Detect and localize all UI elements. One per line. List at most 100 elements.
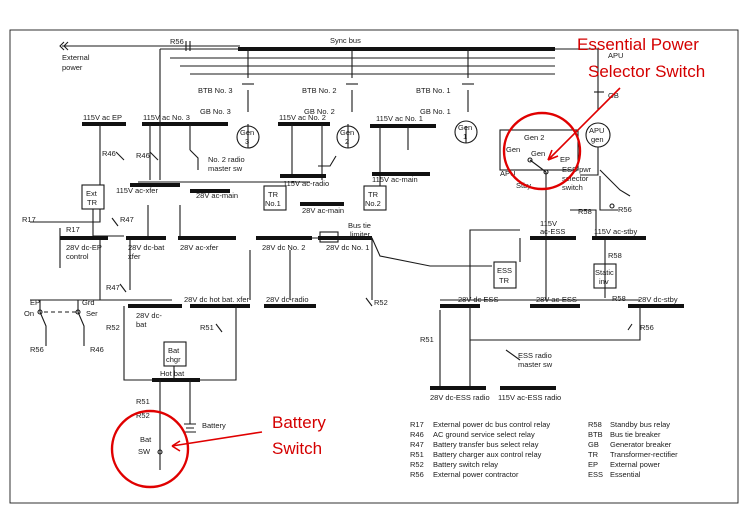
r58b-label: R58	[608, 251, 622, 260]
svg-text:Bat: Bat	[140, 435, 152, 444]
bus-115-ac-1-label: 115V ac No. 1	[376, 114, 423, 123]
bus-115-ac-ep-label: 115V ac EP	[83, 113, 122, 122]
svg-text:master sw: master sw	[518, 360, 553, 369]
svg-text:Gen: Gen	[240, 128, 254, 137]
svg-text:Static: Static	[595, 268, 614, 277]
r52-label: R52	[374, 298, 388, 307]
bus-115-ac-main-label: 115V ac-main	[372, 175, 418, 184]
svg-text:TR: TR	[588, 450, 599, 459]
svg-text:gen: gen	[591, 135, 604, 144]
svg-text:TR: TR	[87, 198, 98, 207]
bat-chgr-box	[163, 341, 187, 367]
svg-text:Battery charger aux control re: Battery charger aux control relay	[433, 450, 542, 459]
svg-text:28V dc-ESS radio: 28V dc-ESS radio	[430, 393, 490, 402]
svg-text:External power: External power	[610, 460, 661, 469]
svg-text:R51: R51	[410, 450, 424, 459]
svg-text:Grd: Grd	[82, 298, 95, 307]
external-power-label-1: External	[62, 53, 90, 62]
essential-annotation-line-1: Essential Power	[577, 35, 699, 54]
svg-text:Gen: Gen	[340, 128, 354, 137]
svg-text:External power dc bus control: External power dc bus control relay	[433, 420, 550, 429]
svg-text:Bus tie breaker: Bus tie breaker	[610, 430, 661, 439]
bus-28-ac-main2-label: 28V ac-main	[302, 206, 344, 215]
battery-annotation-line-1: Battery	[272, 413, 326, 432]
tr2-box	[363, 185, 387, 211]
tr1-box	[263, 185, 287, 211]
svg-text:limiter: limiter	[350, 230, 371, 239]
bus-115-ac-radio-label: 115V ac-radio	[283, 179, 329, 188]
svg-text:Generator breaker: Generator breaker	[610, 440, 672, 449]
svg-text:2: 2	[345, 137, 349, 146]
r17a-label: R17	[22, 215, 36, 224]
battery-switch-annotation: Battery Switch	[110, 409, 326, 489]
r58c-label: R58	[612, 294, 626, 303]
svg-text:ESS pwr: ESS pwr	[562, 165, 592, 174]
svg-text:Ser: Ser	[86, 309, 98, 318]
svg-text:R58: R58	[588, 420, 602, 429]
svg-text:switch: switch	[562, 183, 583, 192]
static-inv-box	[593, 263, 617, 289]
btb1-label: BTB No. 1	[416, 86, 451, 95]
svg-text:28V dc hot bat. xfer: 28V dc hot bat. xfer	[184, 295, 250, 304]
r56c-label: R56	[640, 323, 654, 332]
svg-text:EP: EP	[30, 298, 40, 307]
r52c-label: R52	[136, 411, 150, 420]
svg-text:bat: bat	[136, 320, 147, 329]
r47a-label: R47	[120, 215, 134, 224]
svg-text:APU: APU	[500, 169, 515, 178]
radio-master-label-2: master sw	[208, 164, 243, 173]
svg-text:chgr: chgr	[166, 355, 181, 364]
svg-text:28V dc ESS: 28V dc ESS	[458, 295, 498, 304]
svg-text:Bus tie: Bus tie	[348, 221, 371, 230]
r47b-label: R47	[106, 283, 120, 292]
svg-text:EP: EP	[560, 155, 570, 164]
svg-text:28V dc-stby: 28V dc-stby	[638, 295, 678, 304]
r46c-label: R46	[90, 345, 104, 354]
bus-115-ac-3-label: 115V ac No. 3	[143, 113, 190, 122]
svg-text:No.2: No.2	[365, 199, 381, 208]
svg-text:xfer: xfer	[128, 252, 141, 261]
svg-text:EP: EP	[588, 460, 598, 469]
svg-text:28V dc No. 2: 28V dc No. 2	[262, 243, 305, 252]
radio-master-label-1: No. 2 radio	[208, 155, 245, 164]
ac-wiring	[99, 100, 467, 186]
svg-text:R56: R56	[410, 470, 424, 479]
svg-text:Transformer-rectifier: Transformer-rectifier	[610, 450, 678, 459]
svg-text:R46: R46	[410, 430, 424, 439]
svg-text:ac-ESS: ac-ESS	[540, 227, 565, 236]
svg-text:115V: 115V	[540, 219, 557, 228]
svg-text:AC ground service select relay: AC ground service select relay	[433, 430, 535, 439]
legend: R17 External power dc bus control relay …	[410, 420, 678, 479]
svg-text:On: On	[24, 309, 34, 318]
svg-text:28V dc-radio: 28V dc-radio	[266, 295, 309, 304]
r51c-label: R51	[136, 397, 150, 406]
svg-text:Essential: Essential	[610, 470, 641, 479]
external-power-input: External power R56	[59, 37, 240, 72]
svg-text:Bat: Bat	[168, 346, 180, 355]
svg-text:ESS: ESS	[497, 266, 512, 275]
bus-115-ac-xfer-label: 115V ac-xfer	[116, 186, 158, 195]
r56-top-label: R56	[170, 37, 184, 46]
svg-text:Gen 2: Gen 2	[524, 133, 544, 142]
svg-text:GB: GB	[588, 440, 599, 449]
r51a-label: R51	[200, 323, 214, 332]
svg-text:Battery switch relay: Battery switch relay	[433, 460, 498, 469]
svg-text:R52: R52	[410, 460, 424, 469]
svg-text:115V ac-stby: 115V ac-stby	[594, 227, 637, 236]
svg-text:ESS radio: ESS radio	[518, 351, 552, 360]
r46b-label: R46	[136, 151, 150, 160]
svg-text:Gen: Gen	[458, 123, 472, 132]
apu-label: APU	[608, 51, 623, 60]
svg-text:TR: TR	[368, 190, 379, 199]
bus-115-ac-2-label: 115V ac No. 2	[279, 113, 326, 122]
essential-power-annotation: Essential Power Selector Switch	[502, 35, 705, 191]
r46a-label: R46	[102, 149, 116, 158]
sync-feeders	[159, 48, 599, 112]
svg-text:control: control	[66, 252, 89, 261]
essential-switch-highlight-circle	[502, 111, 582, 191]
svg-text:TR: TR	[268, 190, 279, 199]
svg-text:BTB: BTB	[588, 430, 603, 439]
battery-label: Battery	[202, 421, 226, 430]
svg-text:28V dc-EP: 28V dc-EP	[66, 243, 102, 252]
svg-text:Standby bus relay: Standby bus relay	[610, 420, 670, 429]
